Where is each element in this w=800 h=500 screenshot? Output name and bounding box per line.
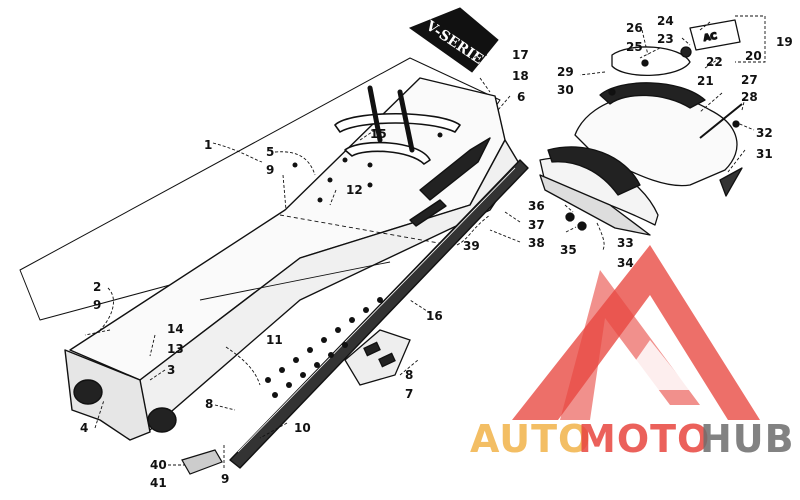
leader-lines [84, 15, 766, 470]
callout-28: 28 [741, 90, 758, 104]
rivet-row [265, 297, 383, 398]
footrest-grip-2 [378, 352, 396, 368]
seat-top-pad [611, 46, 691, 76]
strap [699, 103, 743, 139]
callout-34: 34 [617, 256, 634, 270]
seat-side-panel-dark [547, 146, 641, 196]
grab-handle-lower [344, 141, 431, 165]
footrest-grip-1 [363, 341, 381, 357]
taillight-bulb [680, 46, 692, 58]
brand-hub: HUB [700, 417, 795, 461]
callout-31: 31 [756, 147, 773, 161]
callout-22: 22 [706, 55, 723, 69]
callout-19: 19 [776, 35, 793, 49]
fastener-26 [641, 59, 649, 67]
badge-plate-body [408, 7, 499, 73]
logo-triangle-center [615, 340, 690, 390]
fastener-30 [608, 88, 616, 96]
callout-16: 16 [426, 309, 443, 323]
callout-2: 2 [93, 280, 101, 294]
taillight-housing [689, 19, 741, 51]
callout-33: 33 [617, 236, 634, 250]
rear-bumper-pad [181, 449, 223, 475]
callout-41: 41 [150, 476, 167, 490]
tunnel-seam [199, 261, 391, 301]
callout-40: 40 [150, 458, 167, 472]
callout-14: 14 [167, 322, 184, 336]
callout-9c: 9 [221, 472, 229, 486]
callout-25: 25 [626, 40, 643, 54]
side-rail-inner [237, 167, 516, 453]
callout-1: 1 [204, 138, 212, 152]
footrest [344, 329, 411, 386]
callout-labels: 1 2 3 4 5 6 7 8 8 9 9 9 10 11 12 13 14 1… [80, 14, 793, 490]
callout-3: 3 [167, 363, 175, 377]
taillight-badge: AC [703, 32, 718, 44]
callout-6: 6 [517, 90, 525, 104]
grab-handle [334, 112, 461, 133]
callout-7: 7 [405, 387, 413, 401]
callout-30: 30 [557, 83, 574, 97]
callout-8a: 8 [405, 368, 413, 382]
tunnel-front-cutout-right [147, 407, 177, 433]
callout-35: 35 [560, 243, 577, 257]
callout-8b: 8 [205, 397, 213, 411]
tunnel-assembly [19, 57, 529, 469]
callout-13: 13 [167, 342, 184, 356]
callout-24: 24 [657, 14, 674, 28]
footrest-body [344, 329, 411, 386]
callout-27: 27 [741, 73, 758, 87]
callout-23: 23 [657, 32, 674, 46]
fastener-35 [577, 221, 587, 231]
callout-26: 26 [626, 21, 643, 35]
callout-32: 32 [756, 126, 773, 140]
tunnel-front-face [64, 349, 151, 441]
tunnel-seam-2 [279, 214, 451, 246]
callout-38: 38 [528, 236, 545, 250]
callout-21: 21 [697, 74, 714, 88]
grab-handle-post-1 [367, 85, 383, 143]
watermark-logo: AUTO MOTO HUB [470, 245, 795, 461]
brand-moto: MOTO [578, 417, 710, 461]
callout-9b: 9 [93, 298, 101, 312]
callout-39: 39 [463, 239, 480, 253]
brand-auto: AUTO [470, 417, 591, 461]
reflector [719, 167, 743, 197]
callout-17: 17 [512, 48, 529, 62]
tunnel-front-cutout-left [73, 379, 103, 405]
lower-trim [539, 174, 651, 236]
tunnel-decal [419, 137, 491, 201]
fastener-32 [732, 120, 740, 128]
grab-handle-post-2 [397, 89, 415, 153]
callout-4: 4 [80, 421, 88, 435]
callout-20: 20 [745, 49, 762, 63]
callout-9a: 9 [266, 163, 274, 177]
tunnel-decal-small [409, 199, 447, 227]
callout-10: 10 [294, 421, 311, 435]
callout-29: 29 [557, 65, 574, 79]
callout-15: 15 [370, 127, 387, 141]
callout-36: 36 [528, 199, 545, 213]
callout-18: 18 [512, 69, 529, 83]
callout-11: 11 [266, 333, 283, 347]
callout-5: 5 [266, 145, 274, 159]
fastener-36 [565, 212, 575, 222]
rear-cowl-top [599, 82, 706, 109]
callout-37: 37 [528, 218, 545, 232]
tail-section: AC [539, 19, 743, 236]
side-rail [229, 159, 529, 469]
callout-12: 12 [346, 183, 363, 197]
